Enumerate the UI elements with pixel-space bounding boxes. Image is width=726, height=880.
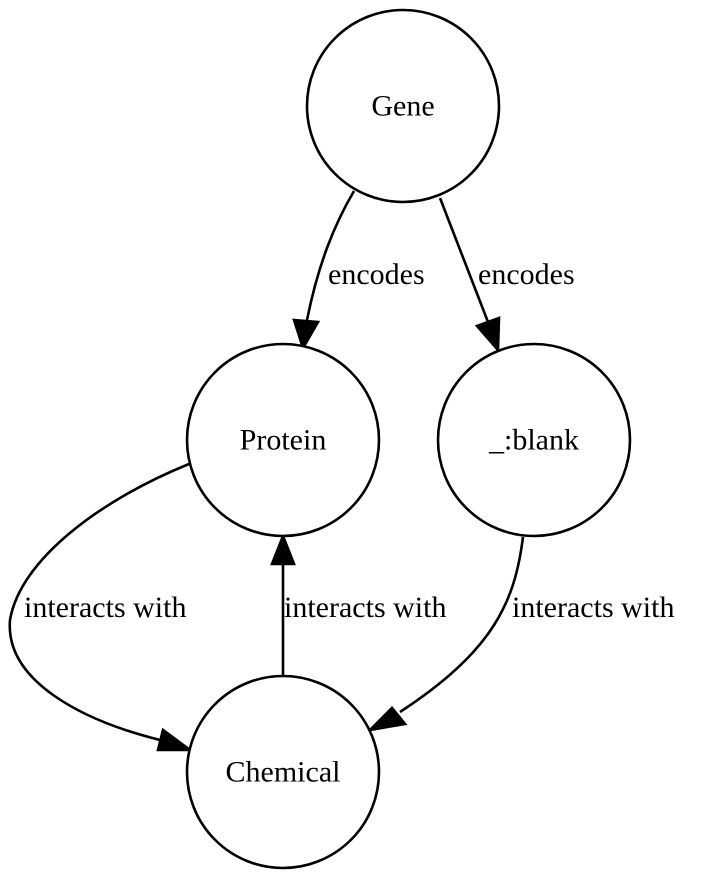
node-protein[interactable]: Protein — [185, 342, 381, 538]
edge-label: encodes — [328, 258, 425, 291]
edge-label: interacts with — [24, 591, 186, 624]
edge-line — [305, 190, 356, 321]
arrowhead-icon — [366, 706, 408, 732]
node-gene[interactable]: Gene — [305, 8, 501, 204]
edge-label: interacts with — [512, 591, 674, 624]
node-circle — [185, 674, 381, 870]
node-label: Protein — [240, 424, 327, 457]
node-chemical[interactable]: Chemical — [185, 674, 381, 870]
edge-line — [8, 462, 190, 742]
edge-label: interacts with — [284, 591, 446, 624]
edge-gene-blank: encodes — [438, 197, 575, 354]
edge-line — [438, 197, 490, 323]
arrowhead-icon — [474, 316, 501, 354]
node-blank[interactable]: _:blank — [436, 342, 632, 538]
edge-blank-chemical: interacts with — [366, 536, 674, 732]
node-label: Gene — [371, 90, 434, 123]
edge-label: encodes — [478, 258, 575, 291]
node-circle — [185, 342, 381, 538]
arrowhead-icon — [156, 727, 194, 752]
node-label: Chemical — [226, 756, 341, 789]
node-circle — [436, 342, 632, 538]
edge-protein-chemical: interacts with — [8, 462, 194, 752]
node-label: _:blank — [488, 424, 579, 457]
edge-gene-protein: encodes — [292, 190, 425, 352]
arrowhead-icon — [292, 318, 321, 352]
arrowhead-icon — [270, 532, 296, 566]
edge-line — [399, 536, 525, 714]
node-circle — [305, 8, 501, 204]
edge-chemical-protein: interacts with — [270, 532, 446, 677]
